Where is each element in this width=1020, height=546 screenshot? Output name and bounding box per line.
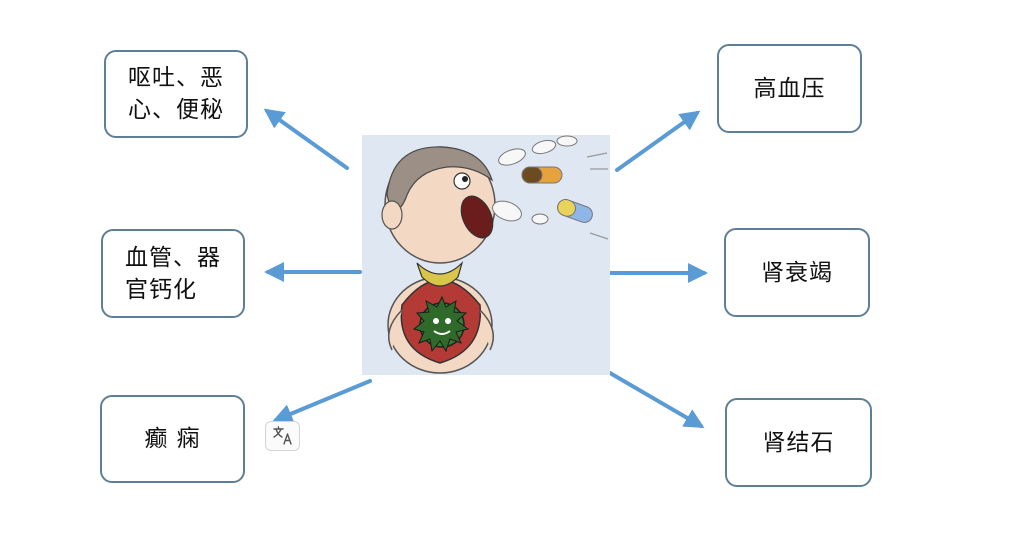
arrow-to-epilepsy <box>272 379 372 424</box>
node-epilepsy: 癫 痫 <box>100 395 245 483</box>
arrow-to-vomiting <box>263 108 349 170</box>
node-kidney-failure: 肾衰竭 <box>724 228 870 317</box>
node-text-line: 官钙化 <box>125 276 197 303</box>
node-text-line: 血管、器 <box>125 244 221 271</box>
node-kidney-stone: 肾结石 <box>725 398 872 487</box>
node-vomiting-nausea-constipation: 呕吐、恶 心、便秘 <box>104 50 248 138</box>
node-text-line: 肾衰竭 <box>761 259 833 286</box>
translate-icon <box>272 426 292 445</box>
translate-button[interactable] <box>265 421 300 451</box>
node-text-line: 肾结石 <box>762 429 835 456</box>
germ-emblem-icon <box>412 295 470 353</box>
node-text-line: 心、便秘 <box>128 97 224 123</box>
node-hypertension: 高血压 <box>717 44 862 133</box>
node-text-line: 高血压 <box>753 75 826 102</box>
node-text-line: 呕吐、恶 <box>128 65 224 91</box>
arrow-to-hypertension <box>615 110 701 172</box>
node-vascular-organ-calcification: 血管、器 官钙化 <box>101 229 245 318</box>
arrow-to-kidney-stone <box>608 371 705 429</box>
node-text-line: 癫 痫 <box>144 426 201 452</box>
cartoon-child-vomiting-pills <box>362 135 610 375</box>
